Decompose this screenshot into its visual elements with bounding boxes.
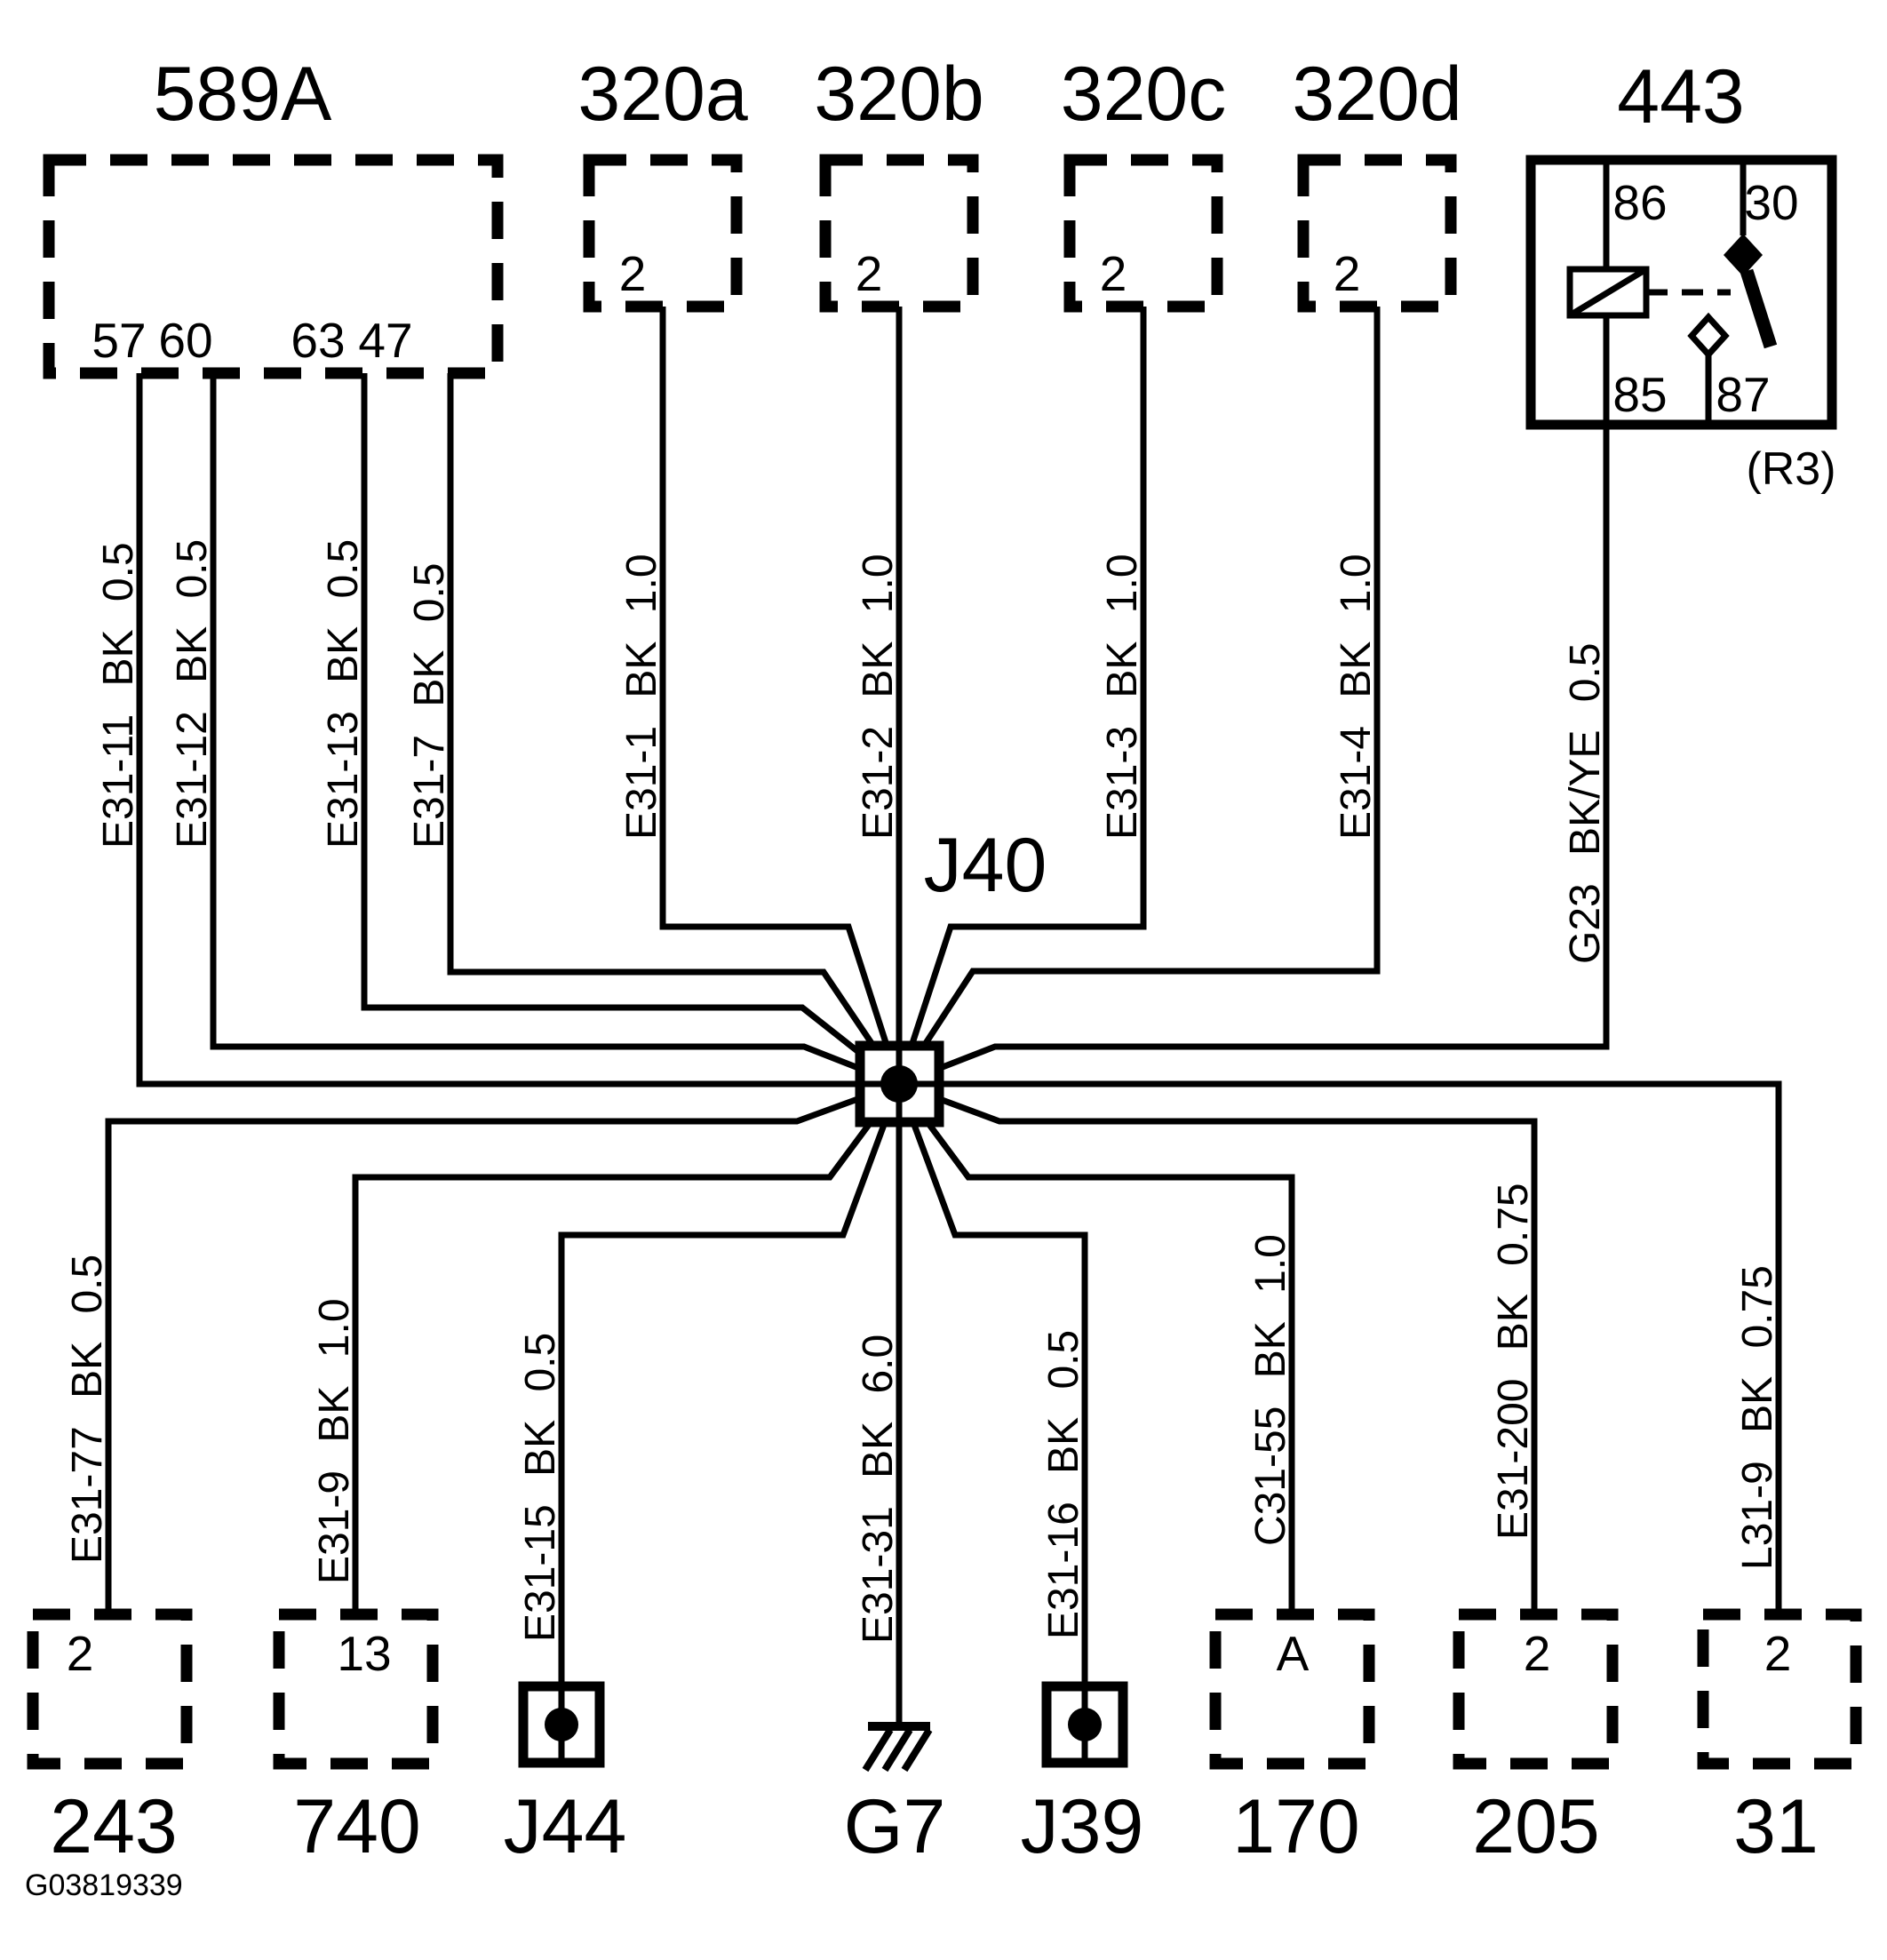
pin-label-243-2: 2: [67, 1626, 94, 1681]
connector-243-box: [27, 1608, 193, 1770]
label-320d: 320d: [1292, 52, 1461, 137]
relay-coil-diagonal: [1568, 267, 1648, 318]
label-320b: 320b: [814, 52, 983, 137]
wire-label-e31-77: E31-77 BK 0.5: [64, 1255, 111, 1564]
label-g7: G7: [844, 1784, 946, 1869]
label-320a: 320a: [577, 52, 747, 137]
wire-label-e31-9: E31-9 BK 1.0: [311, 1298, 358, 1584]
connector-31-box: [1697, 1608, 1862, 1770]
label-443: 443: [1617, 54, 1745, 139]
wire-label-e31-2: E31-2 BK 1.0: [855, 554, 902, 840]
connector-320c-box: [1063, 154, 1223, 313]
label-740: 740: [293, 1784, 421, 1869]
pin-label-320c-2: 2: [1100, 246, 1127, 301]
splice-j44: [518, 1681, 605, 1768]
splice-j39-dot-icon: [1068, 1708, 1102, 1741]
wire-label-e31-3: E31-3 BK 1.0: [1099, 554, 1146, 840]
wire-e31-77: [105, 1080, 901, 1614]
connector-740-box: [273, 1608, 439, 1770]
pin-label-320a-2: 2: [619, 246, 647, 301]
wire-label-e31-7: E31-7 BK 0.5: [406, 562, 453, 849]
connector-320b-box: [819, 154, 979, 313]
connector-320d-box: [1297, 154, 1457, 313]
wire-label-e31-4: E31-4 BK 1.0: [1333, 554, 1380, 840]
label-589a: 589A: [154, 52, 332, 137]
label-243: 243: [50, 1784, 178, 1869]
pin-label-relay-85: 85: [1612, 367, 1667, 422]
wire-label-e31-12: E31-12 BK 0.5: [169, 539, 216, 849]
pin-label-relay-30: 30: [1744, 175, 1798, 230]
pin-label-589a-57: 57: [92, 313, 146, 368]
pin-label-205-2: 2: [1524, 1626, 1551, 1681]
wire-e31-15: [558, 1082, 903, 1686]
ground-hatch-icon: [862, 1727, 894, 1773]
splice-j40-dot-icon: [880, 1065, 918, 1103]
splice-j40: [855, 1040, 944, 1127]
wire-label-l31-9: L31-9 BK 0.75: [1734, 1265, 1781, 1570]
pin-label-589a-63: 63: [291, 313, 345, 368]
wire-label-e31-1: E31-1 BK 1.0: [618, 554, 665, 840]
pin-label-relay-87: 87: [1716, 367, 1770, 422]
splice-j39: [1041, 1681, 1128, 1768]
relay-443-box: [1525, 155, 1837, 430]
connector-589a-box: [43, 154, 504, 379]
relay-switch-arm-icon: [1740, 268, 1778, 349]
label-320c: 320c: [1061, 52, 1227, 137]
label-j39: J39: [1021, 1784, 1144, 1869]
wire-label-c31-55: C31-55 BK 1.0: [1247, 1234, 1294, 1546]
wire-label-g23: G23 BK/YE 0.5: [1562, 642, 1609, 964]
relay-contact-30-diamond-icon: [1724, 234, 1763, 276]
pin-label-relay-86: 86: [1612, 175, 1667, 230]
label-j44: J44: [504, 1784, 627, 1869]
relay-contact-87-diamond-icon: [1687, 312, 1730, 360]
ground-hatch-icon: [881, 1727, 913, 1773]
ground-g7-symbol: [862, 1722, 933, 1773]
wire-label-e31-200: E31-200 BK 0.75: [1490, 1183, 1537, 1540]
pin-label-320d-2: 2: [1334, 246, 1361, 301]
wire-e31-16: [896, 1082, 1088, 1686]
wire-e31-3: [896, 307, 1147, 1086]
wire-e31-1: [659, 307, 903, 1086]
wire-e31-4: [896, 307, 1381, 1086]
wire-e31-13: [361, 373, 902, 1087]
pin-label-740-13: 13: [337, 1626, 391, 1681]
label-170: 170: [1232, 1784, 1360, 1869]
connector-170-box: [1209, 1608, 1375, 1770]
wires: [105, 307, 1782, 1726]
wire-label-e31-15: E31-15 BK 0.5: [517, 1333, 564, 1642]
pin-label-170-a: A: [1277, 1626, 1310, 1681]
wire-e31-9: [352, 1081, 902, 1614]
label-31: 31: [1733, 1784, 1819, 1869]
connector-205-box: [1453, 1608, 1619, 1770]
splice-j44-dot-icon: [545, 1708, 578, 1741]
label-relay-r3: (R3): [1746, 443, 1835, 495]
wire-g23: [897, 425, 1610, 1088]
wire-label-e31-31: E31-31 BK 6.0: [855, 1335, 902, 1644]
wire-label-e31-13: E31-13 BK 0.5: [320, 539, 367, 849]
wire-c31-55: [896, 1081, 1295, 1614]
label-205: 205: [1472, 1784, 1600, 1869]
wire-e31-12: [210, 373, 901, 1088]
pin-label-320b-2: 2: [856, 246, 883, 301]
wire-label-e31-11: E31-11 BK 0.5: [95, 542, 142, 849]
label-j40: J40: [924, 823, 1047, 908]
wire-l31-9: [899, 1080, 1782, 1614]
wire-label-e31-16: E31-16 BK 0.5: [1040, 1330, 1087, 1639]
wire-e31-200: [897, 1080, 1538, 1614]
wire-e31-7: [447, 373, 902, 1086]
connector-320a-box: [583, 154, 743, 313]
pin-label-589a-47: 47: [358, 313, 412, 368]
wire-e31-11: [136, 373, 899, 1088]
ground-hatch-icon: [901, 1727, 933, 1773]
pin-label-31-2: 2: [1764, 1626, 1792, 1681]
pin-label-589a-60: 60: [158, 313, 212, 368]
diagram-id-code: G03819339: [25, 1868, 183, 1902]
relay-443: [1525, 155, 1837, 430]
